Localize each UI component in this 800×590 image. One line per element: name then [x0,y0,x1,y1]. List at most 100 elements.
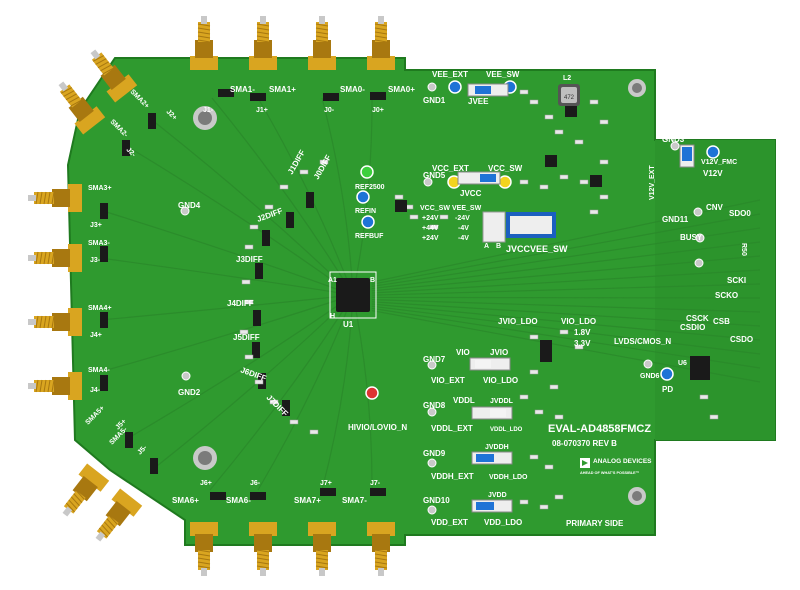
vee-sw-option: -4V [458,225,469,232]
jumper-label: J3- [90,257,101,264]
smd-component [394,194,404,200]
bus-trace [371,301,761,327]
pd-label: PD [662,385,673,394]
jumper-header [306,192,314,208]
gnd-test-point [670,141,680,151]
smd-component [559,174,569,180]
vio-ext-label: VIO_EXT [431,376,465,385]
jumper-header [286,212,294,228]
inductor-l2 [558,84,580,106]
chip-u6 [690,356,710,380]
diff-jumper-label: J5DIFF [233,333,260,342]
sma-label: SMA3+ [88,185,112,192]
bus-trace [371,213,761,285]
smd-component [279,184,289,190]
jumper-header [255,263,263,279]
gnd-test-point [181,371,191,381]
gnd-test-point [427,82,437,92]
adi-logo [580,458,590,468]
signal-csdo-label: CSDO [730,335,753,344]
bus-trace [371,269,761,294]
a1-label: A1 [328,277,337,284]
jumper-jvddl [471,406,513,420]
mounting-hole [628,487,646,505]
jumper-header [262,230,270,246]
vee-sw-option: -4V [458,235,469,242]
gnd-test-point [427,458,437,468]
gnd-test-point [427,407,437,417]
smd-component [539,184,549,190]
jumper-header [370,488,386,496]
smd-component [599,119,609,125]
smd-component [544,464,554,470]
smd-component [579,179,589,185]
smd-component [589,99,599,105]
pcb-trace [99,294,354,373]
smd-component [559,329,569,335]
signal-scki-label: SCKI [727,276,746,285]
vcc-sw-option: +44V [422,225,439,232]
bus-trace [371,227,761,287]
l2-value: 472 [564,95,575,101]
sma-connector [28,184,82,212]
jumper-header [282,400,290,416]
diff-jumper-label: J3DIFF [236,255,263,264]
sma-label: SMA7- [342,496,367,505]
refin-label: REFIN [355,208,376,215]
smd-component [254,379,264,385]
jumper-label: J3+ [90,222,102,229]
smd-component [554,494,564,500]
sma-connector [28,244,82,272]
vddh-ldo-label: VDDH_LDO [489,474,528,481]
pcb-trace [321,294,354,491]
gnd-label: GND2 [178,388,201,397]
jumper-header [320,488,336,496]
bus-trace [371,241,761,290]
smd-component [244,299,254,305]
gnd-test-point [423,177,433,187]
smd-ic [565,105,577,117]
gnd-test-point [695,233,705,243]
switch-jvccvee [482,211,556,243]
b-pin-label: B [370,277,375,284]
signal-csb-label: CSB [713,317,730,326]
sma-label: SMA4+ [88,305,112,312]
jumper-header [252,342,260,358]
signal-sdo0-label: SDO0 [729,209,751,218]
sma-label: SMA1+ [269,85,296,94]
bus-trace [371,296,761,299]
smd-component [529,99,539,105]
jumper-header [122,140,130,156]
jumper-header [250,93,266,101]
test-points [180,80,720,515]
smd-component [549,384,559,390]
jvddl-label: JVDDL [490,398,514,405]
smd-component [309,429,319,435]
vcc-sw-option: +24V [422,215,439,222]
sma-connector [28,308,82,336]
smd-component [519,394,529,400]
jumper-label: J7- [370,480,381,487]
test-point-vcc-sw [498,175,512,189]
jumper-label: J4+ [90,332,102,339]
jumper-jvio [469,357,511,371]
test-point-refbuf [361,215,375,229]
jumper-jvcc [457,171,501,185]
bus-trace [371,283,761,296]
smd-component [429,224,439,230]
jvcc-label: JVCC [460,189,482,198]
pcb-trace [321,97,354,296]
sma-connector [90,49,138,103]
sma-connector [367,522,395,576]
vio-ldo-option-1v8: 1.8V [574,328,591,337]
test-point-hivio [365,386,379,400]
pcb-trace [124,144,354,296]
vio-ldo-option-3v3: 3.3V [574,339,591,348]
jumper-jvdd [471,499,513,513]
jumper-v12v [679,144,695,168]
jvio-ldo-label: JVIO_LDO [498,317,538,326]
gnd-label: GND8 [423,401,446,410]
smd-component [699,394,709,400]
gnd-label: GND1 [423,96,446,105]
